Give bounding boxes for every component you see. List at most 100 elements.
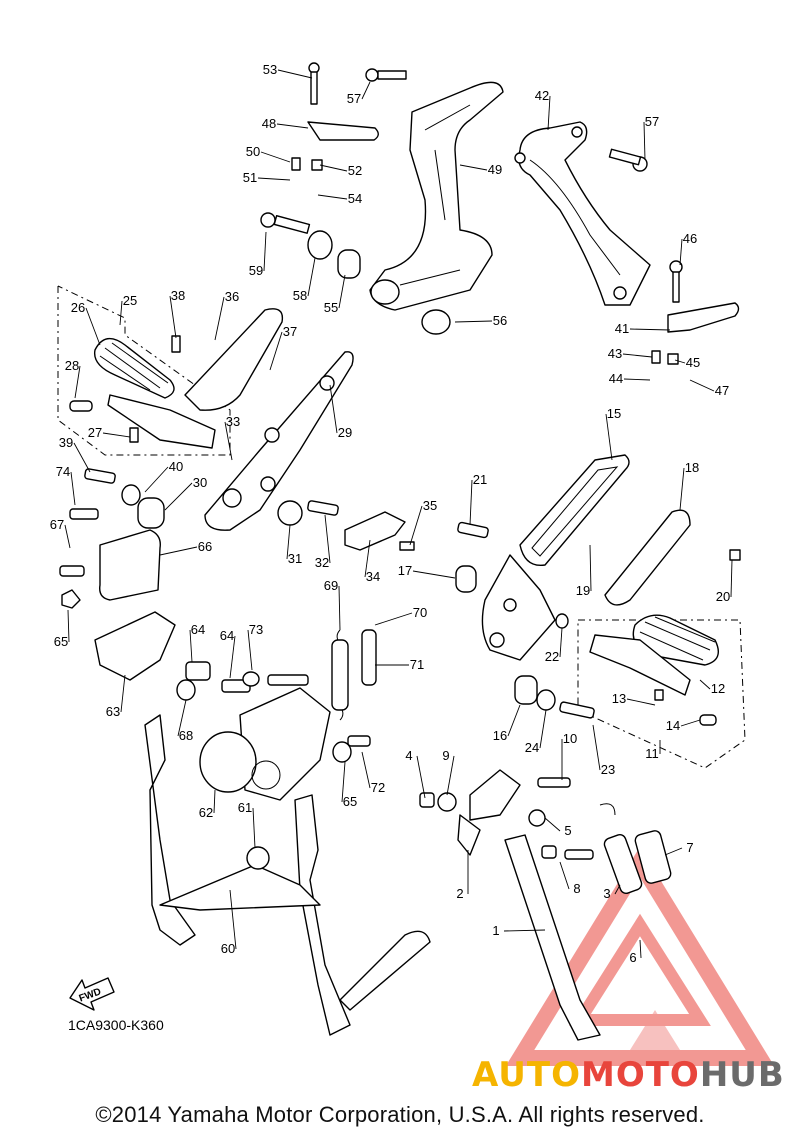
bracket-29: [204, 351, 354, 531]
leader-line: [317, 194, 348, 200]
callout-number: 6: [629, 950, 636, 965]
leader-line: [626, 698, 656, 706]
leader-line: [623, 378, 651, 381]
callout-number: 21: [473, 472, 487, 487]
plate-66: [99, 529, 161, 601]
leader-line: [547, 95, 551, 131]
leader-line: [120, 674, 126, 713]
callout-number: 22: [545, 649, 559, 664]
callout-number: 1: [492, 923, 499, 938]
callout-number: 24: [525, 740, 539, 755]
callout-number: 8: [573, 881, 580, 896]
collar-7: [634, 830, 672, 884]
arm-48: [307, 121, 379, 141]
callout-number: 50: [246, 144, 260, 159]
leader-line: [639, 939, 642, 959]
leader-line: [629, 328, 671, 331]
callout-number: 74: [56, 464, 70, 479]
callout-number: 51: [243, 170, 257, 185]
callout-number: 73: [249, 622, 263, 637]
leader-line: [622, 353, 653, 358]
leader-line: [361, 81, 371, 100]
leader-line: [213, 789, 216, 814]
callout-number: 39: [59, 435, 73, 450]
leader-line: [164, 482, 193, 511]
leader-line: [319, 164, 348, 172]
callout-number: 71: [410, 657, 424, 672]
leader-lines: [64, 69, 733, 959]
leader-line: [257, 177, 291, 181]
callout-number: 12: [711, 681, 725, 696]
leader-line: [276, 123, 309, 129]
leader-line: [229, 889, 237, 950]
leader-line: [416, 755, 426, 799]
callout-number: 72: [371, 780, 385, 795]
side-stand-1: [457, 769, 601, 1041]
callout-number: 42: [535, 88, 549, 103]
callout-number: 70: [413, 605, 427, 620]
callout-number: 46: [683, 231, 697, 246]
callout-number: 44: [609, 371, 623, 386]
group-box-left-footrest: [57, 285, 231, 456]
leader-line: [307, 257, 316, 297]
watermark-hub: HUB: [700, 1055, 785, 1095]
leader-line: [674, 359, 686, 364]
callout-number: 23: [601, 762, 615, 777]
leader-line: [277, 69, 313, 79]
watermark-logo: AUTOMOTOHUB: [472, 1055, 785, 1095]
leader-line: [224, 421, 233, 461]
spring-3: [599, 803, 643, 895]
leader-line: [252, 807, 256, 849]
bracket-right-footrest: [481, 554, 556, 661]
leader-line: [589, 544, 592, 592]
callout-number: 4: [405, 748, 412, 763]
callout-number: 65: [343, 794, 357, 809]
leader-line: [544, 817, 561, 832]
leader-line: [699, 679, 711, 690]
callout-number: 58: [293, 288, 307, 303]
callout-number: 48: [262, 116, 276, 131]
callout-number: 55: [324, 300, 338, 315]
callout-number: 66: [198, 539, 212, 554]
callout-number: 33: [226, 414, 240, 429]
spring-71: [361, 629, 377, 686]
callout-number: 49: [488, 162, 502, 177]
callout-number: 2: [456, 886, 463, 901]
leader-line: [70, 471, 76, 506]
leader-line: [374, 612, 413, 626]
leader-line: [74, 365, 81, 399]
callout-number: 5: [564, 823, 571, 838]
copyright-notice: ©2014 Yamaha Motor Corporation, U.S.A. A…: [95, 1102, 705, 1127]
leader-line: [338, 274, 346, 309]
svg-text:AUTOMOTOHUB: AUTOMOTOHUB: [472, 1055, 785, 1095]
callout-number: 64: [191, 622, 205, 637]
leader-line: [247, 629, 253, 671]
leader-line: [214, 296, 225, 341]
callout-number: 45: [686, 355, 700, 370]
leader-line: [679, 467, 685, 511]
guard-plate-36: [184, 308, 284, 411]
leader-line: [102, 432, 131, 438]
leader-line: [454, 320, 493, 323]
watermark-moto: MOTO: [581, 1055, 700, 1095]
leader-line: [269, 331, 283, 371]
leader-line: [409, 505, 423, 546]
callout-number: 43: [608, 346, 622, 361]
leader-line: [643, 121, 646, 161]
callout-number: 30: [193, 475, 207, 490]
watermark-triangle: [505, 846, 775, 1066]
leader-line: [229, 635, 236, 679]
leader-line: [680, 719, 701, 727]
leader-line: [329, 384, 338, 434]
callout-number: 31: [288, 551, 302, 566]
right-bracket: [514, 121, 651, 306]
callout-number: 11: [645, 746, 659, 761]
leader-line: [260, 151, 291, 163]
leader-line: [689, 379, 715, 392]
callout-number: 20: [716, 589, 730, 604]
callout-number: 61: [238, 800, 252, 815]
leader-line: [324, 514, 331, 564]
callout-number: 13: [612, 691, 626, 706]
leader-line: [144, 466, 169, 493]
